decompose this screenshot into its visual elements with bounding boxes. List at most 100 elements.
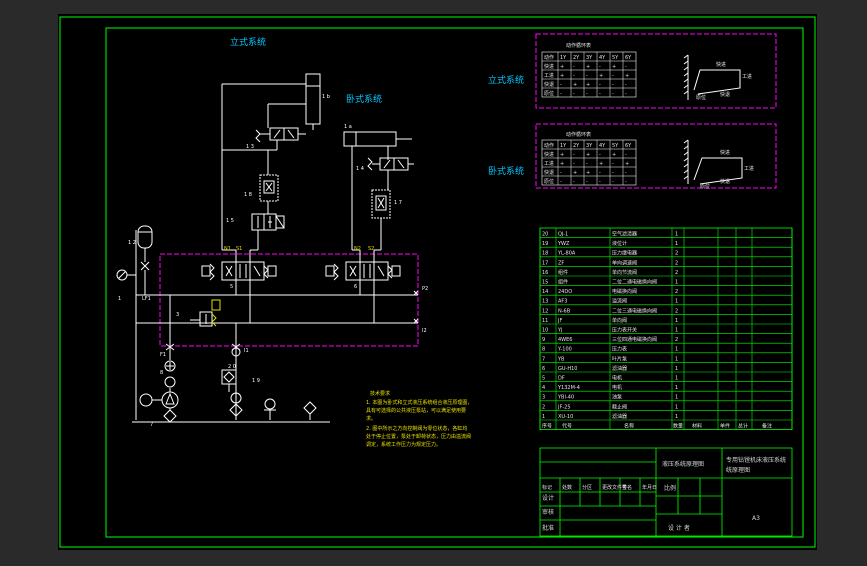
label-horizontal-cyl: 1 a [344,124,352,130]
parts-index: 14 [542,289,548,295]
parts-name: 单向节流阀 [612,269,637,276]
action-bottom-cell: 2Y [573,143,580,149]
label-n1: N1 [224,246,231,252]
parts-qty: 2 [675,308,678,314]
row-label-5: 年月日 [642,484,657,491]
action-top-cell: - [599,64,601,70]
action-top-cell: 动作 [544,54,554,61]
main-valve-left [201,250,277,323]
parts-qty: 1 [675,280,678,286]
action-top-cell: - [612,82,614,88]
row-label-1: 处数 [562,484,572,491]
title-approve: 批准 [542,524,554,532]
parts-index: 7 [542,356,545,362]
action-bottom-cell: 4Y [599,143,606,149]
action-bottom-cell: - [560,170,562,176]
action-top-cell: - [625,91,627,97]
action-bottom-cell: - [625,152,627,158]
action-top-cell: + [599,73,603,79]
action-top-cell: 4Y [599,55,606,61]
action-bottom-cell: 原位 [544,178,554,185]
action-bottom-cell: 动作 [544,142,554,149]
parts-qty: 1 [675,318,678,324]
valve-13 [222,127,306,151]
action-top-cell: 工进 [544,72,554,79]
parts-name: 压力表开关 [612,327,637,334]
cycle-top-3: 快退 [720,91,730,98]
label-f1: F1 [160,352,166,358]
action-bottom-cell: 工进 [544,160,554,167]
action-top-cell: - [586,91,588,97]
accumulator [137,225,153,295]
notes-line-3: 求。 [366,415,376,422]
parts-name: 截止阀 [612,403,627,410]
parts-qty: 1 [675,366,678,372]
parts-name: 电磁换向阀 [612,288,637,295]
row-label-4: 签名 [622,484,632,491]
parts-index: 4 [542,385,545,391]
parts-code: GU-H10 [558,366,577,372]
action-bottom-cell: - [599,170,601,176]
action-top-cell: - [560,91,562,97]
title-design: 设计 [542,494,554,502]
label-19: 1 9 [252,378,260,384]
vertical-cylinder [221,73,321,250]
row-label-3: 更改文件号 [602,484,627,491]
title-vertical: 立式系统 [230,36,266,48]
action-top-cell: - [599,91,601,97]
block-17 [371,170,391,250]
action-top-cell: - [573,73,575,79]
parts-header-cell: 代号 [562,423,572,430]
parts-qty: 1 [675,414,678,420]
parts-name: 单向调速阀 [612,259,637,266]
parts-index: 13 [542,299,548,305]
parts-name: 液位计 [612,240,627,247]
label-accumulator: 1 2 [128,240,136,246]
cycle-bottom-2: 工进 [744,165,754,172]
label-3: 3 [176,312,179,318]
block-18 [259,150,279,212]
cycle-top-1: 快进 [716,61,726,68]
action-top-cell: - [625,64,627,70]
title-project: 专用钻镗机床液压系统 [726,456,786,464]
label-s2: S2 [368,246,374,252]
sheet-background [58,14,817,550]
action-top-cell: 快退 [544,81,554,88]
label-valve-14: 1 4 [356,166,364,172]
parts-index: 8 [542,347,545,353]
parts-header-cell: 材料 [692,423,702,430]
valve-15 [251,212,285,250]
parts-code: DF [558,376,565,382]
pump-group [139,360,179,423]
notes-line-5: 处于停止位置，泵处于卸荷状态，压力由溢流阀 [366,433,471,440]
parts-qty: 1 [675,376,678,382]
action-bottom-cell: - [612,170,614,176]
parts-index: 15 [542,280,548,286]
parts-index: 12 [542,308,548,314]
title-drawing: 液压系统原理图 [662,460,704,468]
parts-qty: 1 [675,328,678,334]
label-i1: I1 [244,348,249,354]
parts-index: 9 [542,337,545,343]
action-bottom-cell: 5Y [612,143,619,149]
action-caption-top: 动作循环表 [566,42,591,49]
label-8: 8 [160,370,163,376]
action-bottom-cell: - [586,161,588,167]
action-bottom-cell: - [573,161,575,167]
title-horizontal-right: 卧式系统 [488,165,524,177]
parts-qty: 2 [675,289,678,295]
title-project-2: 统原理图 [726,466,750,474]
parts-name: 压力表 [612,346,627,353]
parts-index: 11 [542,318,548,324]
action-panel-bottom [535,123,777,189]
title-block [539,447,793,537]
parts-code: AF3 [558,299,567,305]
title-scale: 比例 [664,484,676,492]
parts-code: YWZ [557,241,570,247]
label-7: 7 [150,422,153,428]
parts-index: 1 [542,414,545,420]
action-bottom-cell: - [573,179,575,185]
parts-qty: 2 [675,260,678,266]
